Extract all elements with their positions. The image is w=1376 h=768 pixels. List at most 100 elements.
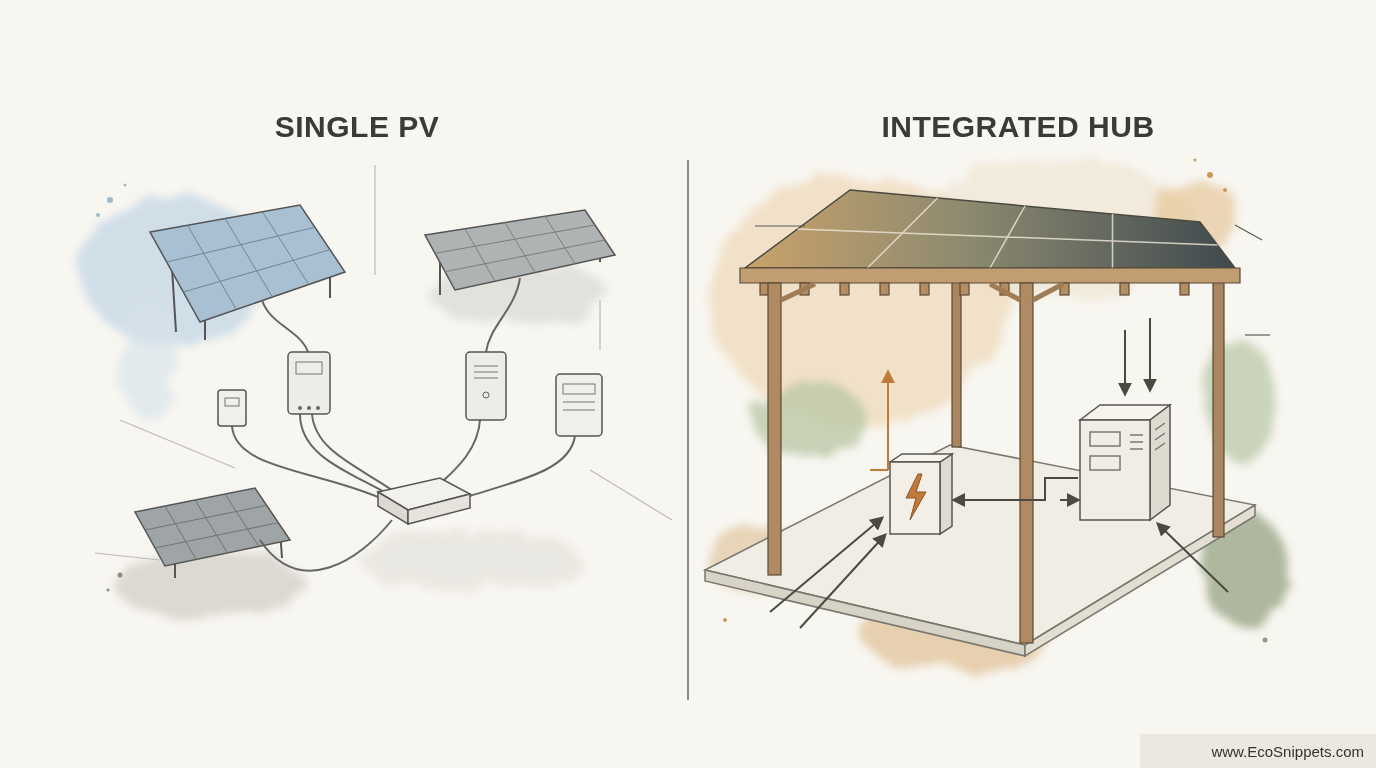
watermark: www.EcoSnippets.com bbox=[1211, 743, 1364, 760]
pergola-post bbox=[1213, 282, 1224, 537]
inverter-box bbox=[474, 372, 498, 373]
roof-beam bbox=[920, 283, 929, 295]
inverter-cabinet bbox=[1150, 405, 1170, 520]
solar-panel bbox=[225, 219, 273, 298]
junction-box bbox=[218, 390, 246, 426]
wire bbox=[232, 278, 575, 571]
floor-lines bbox=[95, 165, 672, 560]
combiner-hub bbox=[378, 492, 408, 524]
pergola-post bbox=[1033, 284, 1063, 300]
meter-box bbox=[563, 384, 595, 394]
paint-splatter bbox=[1207, 172, 1213, 178]
sketch-line bbox=[755, 225, 1270, 335]
solar-panel bbox=[465, 229, 495, 282]
paint-splatter bbox=[118, 573, 123, 578]
solar-panel bbox=[188, 225, 237, 309]
solar-panel bbox=[439, 262, 441, 295]
inverter-cabinet bbox=[1080, 420, 1150, 520]
solar-panel bbox=[545, 216, 575, 264]
solar-roof bbox=[868, 198, 938, 268]
battery-box bbox=[940, 454, 952, 534]
solar-panel bbox=[135, 488, 290, 578]
floor-lines bbox=[120, 420, 235, 468]
paint-splatter bbox=[107, 197, 113, 203]
paint-splatter bbox=[96, 213, 100, 217]
pergola-post bbox=[1020, 283, 1033, 643]
roof-beam bbox=[880, 283, 889, 295]
inverter-cabinet bbox=[1130, 441, 1143, 443]
solar-panel bbox=[135, 488, 290, 566]
flow-arrow bbox=[1124, 330, 1126, 394]
combiner-hub bbox=[378, 478, 470, 524]
roof-beam bbox=[1120, 283, 1129, 295]
solar-panel bbox=[505, 223, 535, 273]
solar-panel bbox=[150, 205, 345, 340]
watercolor-wash bbox=[80, 160, 1290, 670]
solar-panel bbox=[263, 212, 309, 285]
solar-panel bbox=[435, 216, 605, 281]
sketch-line bbox=[755, 225, 805, 226]
wire bbox=[260, 520, 392, 571]
panel-heading: INTEGRATED HUB bbox=[881, 110, 1154, 144]
platform bbox=[705, 445, 1255, 645]
watermark-strip bbox=[1140, 734, 1376, 768]
watercolor-wash bbox=[120, 300, 180, 420]
solar-roof bbox=[798, 198, 1218, 268]
solar-roof bbox=[1112, 214, 1114, 268]
inverter-box bbox=[307, 406, 311, 410]
wire bbox=[300, 414, 388, 494]
inverter-box bbox=[474, 366, 498, 367]
roof-beam bbox=[960, 283, 969, 295]
combiner-hub bbox=[408, 494, 470, 524]
solar-roof bbox=[745, 190, 1235, 268]
pergola-post bbox=[952, 282, 961, 447]
panel-heading: SINGLE PV bbox=[275, 110, 440, 144]
pergola-post bbox=[990, 284, 1020, 300]
floor-lines bbox=[95, 553, 160, 560]
meter-box bbox=[556, 374, 602, 436]
inverter-cabinet bbox=[1130, 434, 1143, 436]
wire bbox=[470, 436, 575, 496]
roof-beam bbox=[840, 283, 849, 295]
wire bbox=[312, 414, 392, 490]
floor-lines bbox=[590, 470, 672, 520]
paint-splatter bbox=[1263, 638, 1268, 643]
inverter-box bbox=[466, 352, 506, 420]
inverter-box bbox=[296, 362, 322, 374]
inverter-cabinet bbox=[1090, 456, 1120, 470]
battery-box bbox=[890, 454, 952, 534]
pergola-post bbox=[781, 284, 815, 300]
inverter-cabinet bbox=[1130, 448, 1143, 450]
floor-lines bbox=[599, 300, 600, 350]
wire bbox=[262, 300, 308, 352]
inverter-cabinet bbox=[1155, 423, 1165, 430]
solar-panel bbox=[165, 506, 196, 560]
inverter-box bbox=[298, 406, 302, 410]
roof-beam bbox=[740, 268, 1240, 283]
inverter-box bbox=[288, 352, 330, 414]
solar-panel bbox=[225, 494, 259, 547]
solar-panel bbox=[195, 500, 228, 553]
solar-roof bbox=[990, 206, 1025, 268]
inverter-cabinet bbox=[1155, 443, 1165, 450]
battery-box bbox=[890, 454, 952, 462]
panel-divider bbox=[687, 160, 689, 700]
solar-roof bbox=[745, 190, 1235, 268]
inverter-box bbox=[466, 352, 506, 420]
inverter-cabinet bbox=[1080, 405, 1170, 520]
paint-splatter bbox=[1194, 159, 1197, 162]
inverter-box bbox=[288, 352, 330, 414]
roof-beam bbox=[740, 268, 1240, 295]
solar-panel bbox=[204, 320, 206, 340]
flow-arrow bbox=[887, 372, 889, 470]
floor-lines bbox=[374, 165, 375, 275]
flow-arrow bbox=[770, 518, 882, 612]
junction-box bbox=[218, 390, 246, 426]
battery-box bbox=[906, 474, 926, 520]
solar-panel bbox=[150, 205, 345, 322]
meter-box bbox=[556, 374, 602, 436]
inverter-cabinet bbox=[1090, 432, 1120, 446]
sketch-line bbox=[1235, 225, 1262, 240]
